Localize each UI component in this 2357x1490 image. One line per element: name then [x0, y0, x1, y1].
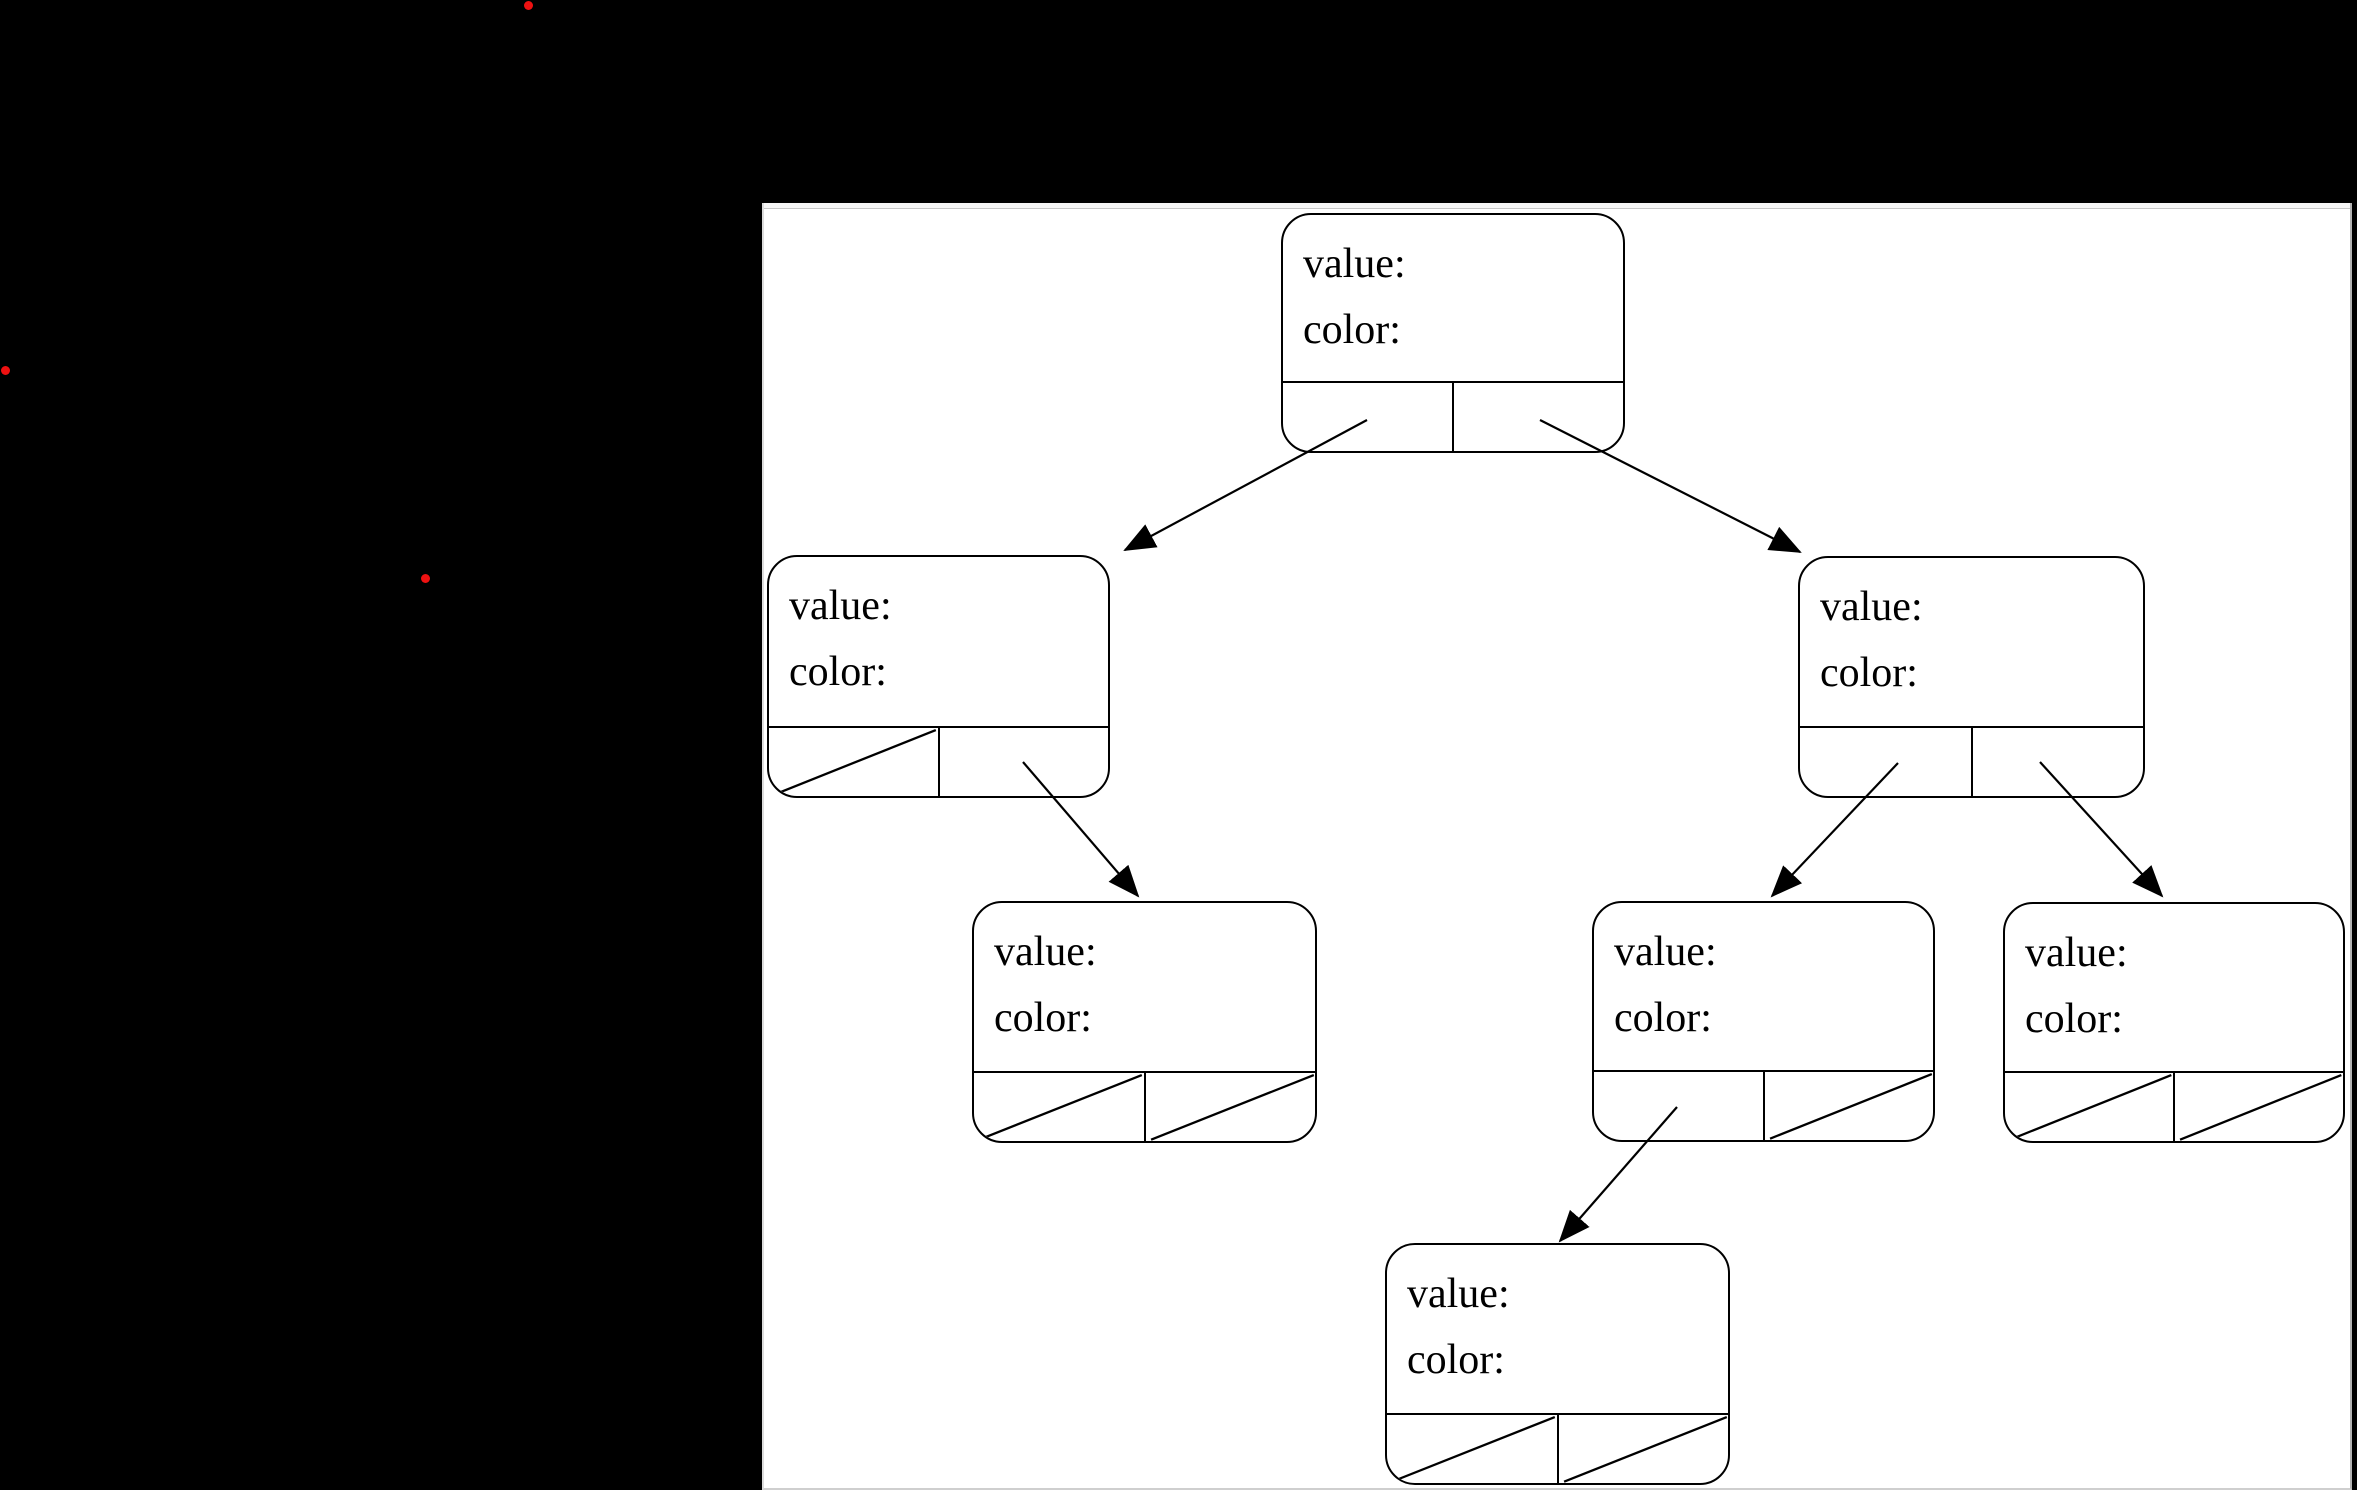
color-field-label: color: — [1614, 995, 1712, 1041]
value-field-label: value: — [789, 583, 892, 629]
tree-node-root: value: color: — [1281, 213, 1625, 453]
left-pointer-cell-arrow — [1594, 1072, 1765, 1140]
color-field-label: color: — [1820, 650, 1918, 696]
null-pointer-slash-icon — [1559, 1415, 1729, 1483]
right-pointer-cell-arrow — [940, 728, 1109, 796]
tree-node-LR: value: color: — [972, 901, 1317, 1143]
pointer-row — [2005, 1071, 2343, 1141]
pointer-row — [1387, 1413, 1728, 1483]
right-pointer-cell-null — [2175, 1073, 2343, 1141]
red-cursor-dot — [523, 0, 533, 10]
left-pointer-cell-null — [1387, 1415, 1559, 1483]
null-pointer-slash-icon — [974, 1073, 1144, 1141]
color-field-label: color: — [2025, 996, 2123, 1042]
pointer-row — [974, 1071, 1315, 1141]
tree-node-RLL: value: color: — [1385, 1243, 1730, 1485]
null-pointer-slash-icon — [2005, 1073, 2173, 1141]
pointer-row — [769, 726, 1108, 796]
node-fields: value: color: — [974, 903, 1315, 1071]
page-top-border — [764, 203, 2350, 209]
left-pointer-cell-null — [2005, 1073, 2175, 1141]
null-pointer-slash-icon — [1765, 1072, 1934, 1140]
tree-node-L: value: color: — [767, 555, 1110, 798]
red-cursor-dot — [0, 365, 10, 375]
color-field-label: color: — [789, 649, 887, 695]
value-field-label: value: — [1820, 584, 1923, 630]
red-cursor-dot — [420, 573, 430, 583]
value-field-label: value: — [1614, 929, 1717, 975]
tree-node-RL: value: color: — [1592, 901, 1935, 1142]
node-fields: value: color: — [1387, 1245, 1728, 1413]
node-fields: value: color: — [1800, 558, 2143, 726]
node-fields: value: color: — [1283, 215, 1623, 381]
value-field-label: value: — [994, 929, 1097, 975]
left-pointer-cell-arrow — [1800, 728, 1973, 796]
node-fields: value: color: — [1594, 903, 1933, 1070]
null-pointer-slash-icon — [769, 728, 938, 796]
color-field-label: color: — [1303, 307, 1401, 353]
value-field-label: value: — [1407, 1271, 1510, 1317]
right-pointer-cell-null — [1146, 1073, 1316, 1141]
null-pointer-slash-icon — [2175, 1073, 2343, 1141]
color-field-label: color: — [1407, 1337, 1505, 1383]
node-fields: value: color: — [769, 557, 1108, 726]
null-pointer-slash-icon — [1387, 1415, 1557, 1483]
left-pointer-cell-arrow — [1283, 383, 1454, 451]
right-pointer-cell-null — [1559, 1415, 1729, 1483]
pointer-row — [1283, 381, 1623, 451]
color-field-label: color: — [994, 995, 1092, 1041]
tree-node-RR: value: color: — [2003, 902, 2345, 1143]
null-pointer-slash-icon — [1146, 1073, 1316, 1141]
left-pointer-cell-null — [974, 1073, 1146, 1141]
value-field-label: value: — [2025, 930, 2128, 976]
tree-node-R: value: color: — [1798, 556, 2145, 798]
value-field-label: value: — [1303, 241, 1406, 287]
right-pointer-cell-arrow — [1454, 383, 1623, 451]
node-fields: value: color: — [2005, 904, 2343, 1071]
pointer-row — [1800, 726, 2143, 796]
right-pointer-cell-null — [1765, 1072, 1934, 1140]
left-pointer-cell-null — [769, 728, 940, 796]
pointer-row — [1594, 1070, 1933, 1140]
right-pointer-cell-arrow — [1973, 728, 2144, 796]
